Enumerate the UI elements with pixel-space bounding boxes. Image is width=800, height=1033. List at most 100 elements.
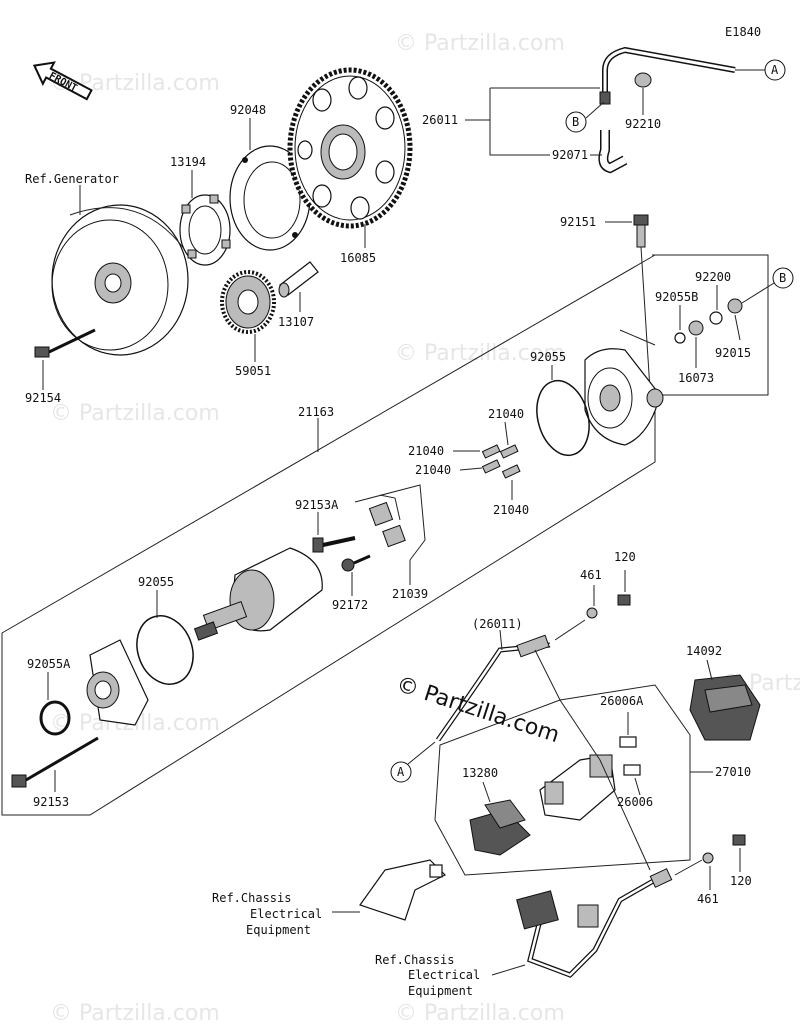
generator-rotor <box>51 204 189 356</box>
part-label: 120 <box>730 874 752 888</box>
part-label: 92071 <box>552 148 588 162</box>
watermark: © Partzilla.com <box>50 401 220 426</box>
diagram-code: E1840 <box>725 25 761 39</box>
washer-461 <box>586 607 598 619</box>
part-label: 92015 <box>715 346 751 360</box>
ref-chassis-label: Equipment <box>246 923 311 937</box>
relay-13280 <box>469 799 531 856</box>
leader-line <box>640 246 651 391</box>
part-label: 16073 <box>678 371 714 385</box>
fuse-26006a <box>619 736 637 748</box>
o-ring-92055b <box>674 332 686 344</box>
o-ring-92055a <box>39 700 71 736</box>
relay-cover-14092 <box>689 674 761 741</box>
part-label: 13194 <box>170 155 206 169</box>
callout-b-icon <box>565 111 587 133</box>
part-label: 13107 <box>278 315 314 329</box>
washer-92200 <box>709 311 723 325</box>
part-label: 21040 <box>415 463 451 477</box>
part-label: 21039 <box>392 587 428 601</box>
leader-line <box>354 484 426 561</box>
leader-line <box>585 101 605 119</box>
part-label: 92048 <box>230 103 266 117</box>
starter-yoke <box>193 547 323 641</box>
leader-line <box>741 282 775 304</box>
o-ring-92055-left <box>136 615 194 685</box>
bolt-92151 <box>633 214 649 248</box>
starter-wire-harness <box>516 868 673 978</box>
part-label: 461 <box>580 568 602 582</box>
ref-chassis-label: Ref.Chassis <box>212 891 291 905</box>
part-label: 92055B <box>655 290 698 304</box>
part-label: 14092 <box>686 644 722 658</box>
bolt-120 <box>732 834 746 846</box>
callout-a-icon <box>390 761 412 783</box>
part-label: 92200 <box>695 270 731 284</box>
relay-bracket <box>359 859 447 921</box>
leader-line <box>674 859 703 876</box>
front-cover <box>86 639 149 726</box>
part-label: (26011) <box>472 617 523 631</box>
part-label: 21040 <box>493 503 529 517</box>
one-way-clutch-13194 <box>179 194 231 266</box>
cable-line <box>534 649 651 871</box>
part-label: 92153 <box>33 795 69 809</box>
part-label: 92153A <box>295 498 339 512</box>
leader-line <box>491 964 526 976</box>
ref-generator-label: Ref.Generator <box>25 172 119 186</box>
part-label: 92172 <box>332 598 368 612</box>
leader-line <box>489 88 550 156</box>
leader-line <box>459 467 483 471</box>
leader-line <box>499 629 503 651</box>
shaft-13107 <box>278 261 319 298</box>
idle-gear-59051 <box>220 270 276 334</box>
brushes-21040 <box>481 444 521 479</box>
part-label: 92055A <box>27 657 71 671</box>
callout-b: B <box>779 271 786 285</box>
ref-chassis-label: Ref.Chassis <box>375 953 454 967</box>
o-ring-92055 <box>536 379 590 457</box>
starter-relay <box>539 754 616 821</box>
part-label: 26006 <box>617 795 653 809</box>
callout-a: A <box>397 765 405 779</box>
leader-line <box>407 741 436 765</box>
starter-clutch-gear-16085 <box>287 67 413 229</box>
callout-b: B <box>572 115 579 129</box>
watermark: © Partzilla.com <box>50 1001 220 1026</box>
washer-461 <box>702 852 714 864</box>
watermark: © Partzilla.com <box>395 31 565 56</box>
part-label: 21040 <box>408 444 444 458</box>
part-label: 16085 <box>340 251 376 265</box>
clutch-housing-92048 <box>229 145 311 251</box>
ref-chassis-label: Electrical <box>408 968 480 982</box>
part-label: 21163 <box>298 405 334 419</box>
callout-b-icon <box>772 267 794 289</box>
callout-a: A <box>771 63 779 77</box>
leader-line <box>554 619 586 641</box>
watermark: © Partzilla.com <box>395 1001 565 1026</box>
part-label: 59051 <box>235 364 271 378</box>
bolt-92153 <box>11 736 99 788</box>
part-label: 27010 <box>715 765 751 779</box>
starter-cable <box>435 634 551 742</box>
ref-chassis-label: Electrical <box>250 907 322 921</box>
part-label: 13280 <box>462 766 498 780</box>
nut-92015 <box>727 298 743 314</box>
part-label: 92055 <box>138 575 174 589</box>
leader-line <box>734 314 741 341</box>
part-label: 92151 <box>560 215 596 229</box>
leader-line <box>634 777 641 796</box>
screw-92154 <box>34 328 96 358</box>
leader-line <box>504 421 509 446</box>
fuse-26006 <box>623 764 641 776</box>
washer-16073 <box>688 320 704 336</box>
part-label: 26006A <box>600 694 644 708</box>
rear-cover <box>584 329 664 446</box>
part-label: 26011 <box>422 113 458 127</box>
part-label: 92210 <box>625 117 661 131</box>
bolt-120 <box>617 594 631 606</box>
screw-92153a <box>312 536 356 553</box>
leader-line <box>706 659 713 681</box>
part-label: 461 <box>697 892 719 906</box>
